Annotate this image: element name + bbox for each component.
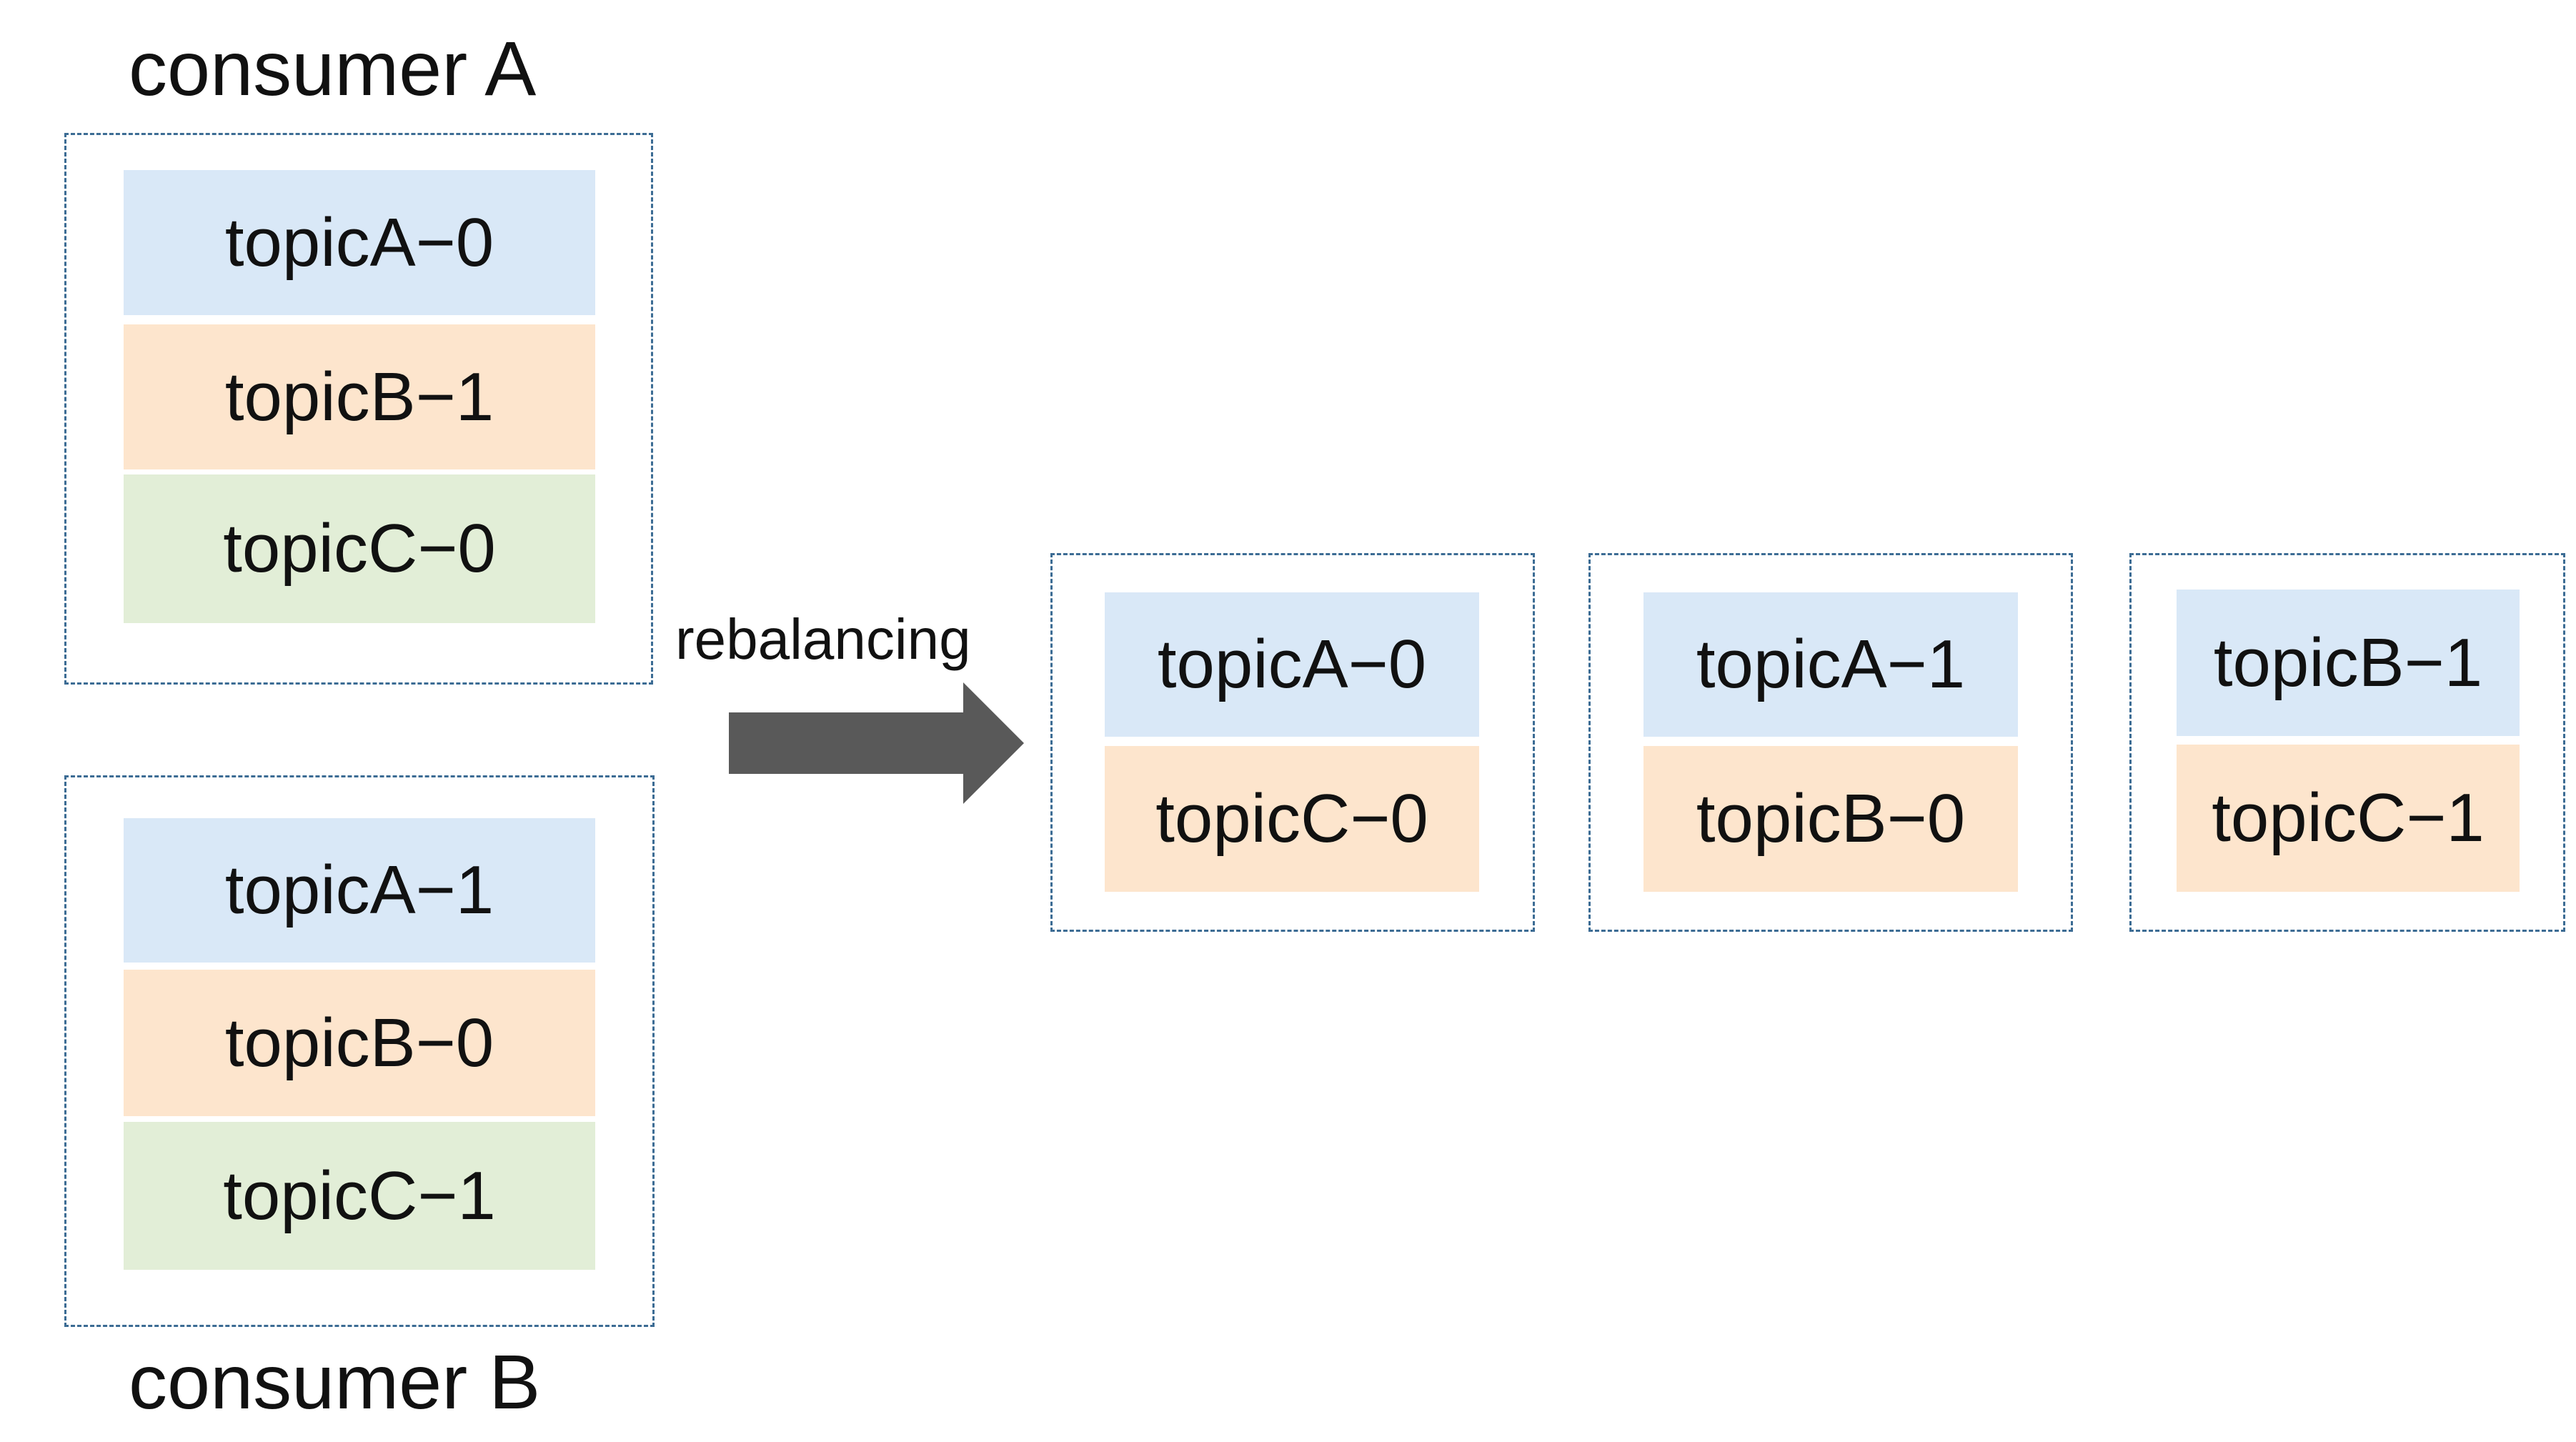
consumer-a-partition-3: topicC−0 — [124, 474, 595, 623]
consumer-b-partition-1: topicA−1 — [124, 818, 595, 963]
consumer-b-title: consumer B — [129, 1338, 541, 1425]
result-3-partition-2: topicC−1 — [2177, 745, 2520, 892]
consumer-b-partition-2: topicB−0 — [124, 970, 595, 1116]
consumer-a-partition-1: topicA−0 — [124, 170, 595, 315]
result-1-partition-2: topicC−0 — [1105, 746, 1479, 892]
consumer-a-partition-2: topicB−1 — [124, 324, 595, 469]
result-group-1 — [1050, 553, 1535, 932]
result-group-2 — [1588, 553, 2073, 932]
right-arrow-icon — [729, 682, 1029, 804]
result-2-partition-1: topicA−1 — [1643, 592, 2018, 737]
rebalancing-label: rebalancing — [675, 607, 971, 671]
consumer-b-group — [64, 775, 655, 1327]
result-3-partition-1: topicB−1 — [2177, 590, 2520, 736]
consumer-a-title: consumer A — [129, 25, 537, 111]
consumer-a-group — [64, 133, 653, 685]
result-2-partition-2: topicB−0 — [1643, 746, 2018, 892]
consumer-b-partition-3: topicC−1 — [124, 1122, 595, 1270]
result-group-3 — [2129, 553, 2565, 932]
result-1-partition-1: topicA−0 — [1105, 592, 1479, 737]
